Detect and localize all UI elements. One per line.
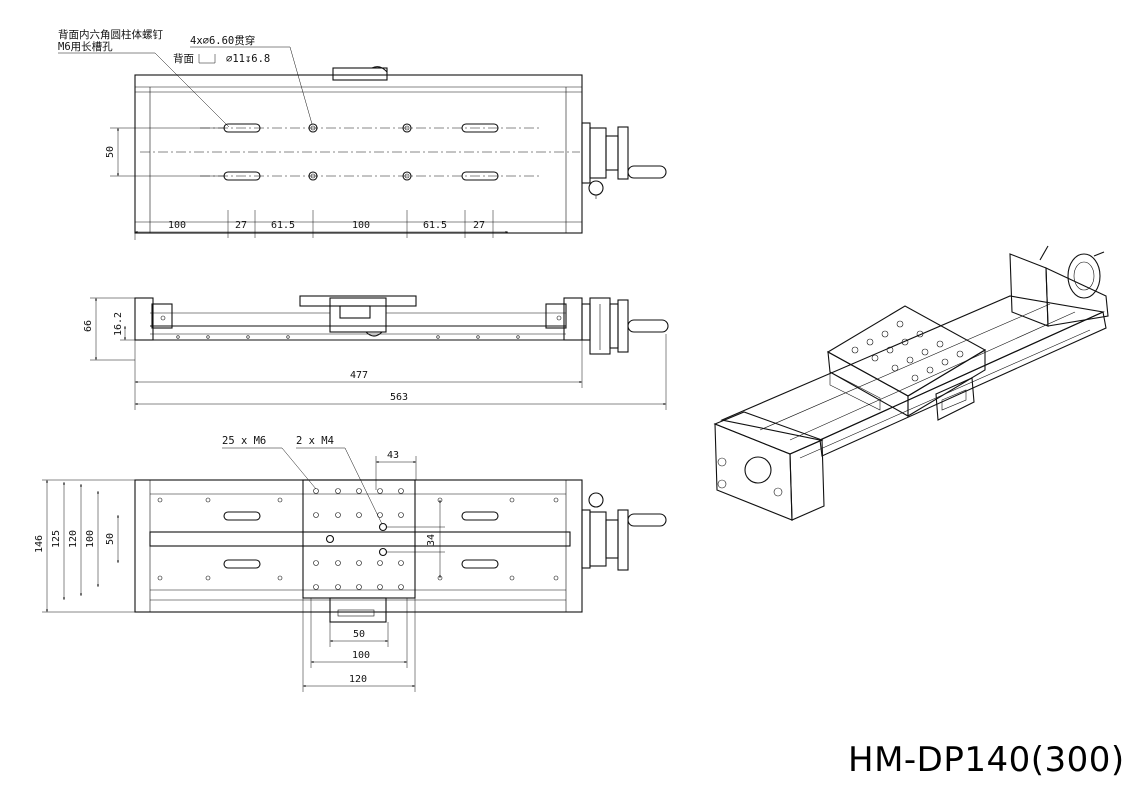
note-back-screw-1: 背面内六角圆柱体螺钉: [58, 28, 163, 41]
note-thru-hole-2-spec: ∅11↧6.8: [226, 53, 270, 65]
isometric-view: [713, 245, 1109, 521]
dim-16-2: 16.2: [113, 312, 124, 336]
dim-34: 34: [426, 534, 437, 546]
dim-120-bottom: 120: [349, 674, 367, 685]
dim-100: 100: [85, 530, 96, 548]
handwheel-plan: [581, 492, 667, 571]
note-m6: 25 x M6: [222, 435, 266, 447]
dim-43: 43: [387, 450, 399, 461]
dim-27a: 27: [235, 220, 247, 231]
through-holes: [308, 123, 412, 181]
dim-66: 66: [83, 320, 94, 332]
dim-61-5a: 61.5: [271, 220, 295, 231]
dim-50-top: 50: [105, 146, 116, 158]
handwheel-top: [581, 122, 667, 199]
iso-carriage-holes: [851, 320, 964, 382]
dim-125: 125: [51, 530, 62, 548]
dim-50-bottom: 50: [353, 629, 365, 640]
top-view: 背面内六角圆柱体螺钉 M6用长槽孔 4x∅6.60贯穿 背面 ∅11↧6.8 1…: [58, 28, 667, 240]
product-code: HM-DP140(300): [848, 740, 1123, 780]
dim-50-left: 50: [105, 533, 116, 545]
side-bolts: [160, 315, 562, 339]
side-view: 66 16.2 477 563: [83, 295, 669, 410]
dim-100b: 100: [352, 220, 370, 231]
dim-120: 120: [68, 530, 79, 548]
plan-view: 25 x M6 2 x M4 146 125 120 100 50 43 34 …: [34, 435, 667, 692]
base-holes: [157, 497, 559, 581]
dim-563: 563: [390, 392, 408, 403]
dim-27b: 27: [473, 220, 485, 231]
dim-61-5b: 61.5: [423, 220, 447, 231]
carriage-holes: [313, 488, 404, 590]
dim-477: 477: [350, 370, 368, 381]
handwheel-side: [581, 297, 669, 355]
note-back-screw-2: M6用长槽孔: [58, 40, 113, 53]
dim-100-bottom: 100: [352, 650, 370, 661]
note-thru-hole-2-prefix: 背面: [173, 52, 194, 65]
note-m4: 2 x M4: [296, 435, 334, 447]
dim-100a: 100: [168, 220, 186, 231]
slot-holes: [223, 123, 499, 181]
note-thru-hole-1: 4x∅6.60贯穿: [190, 34, 255, 47]
dim-146: 146: [34, 535, 45, 553]
